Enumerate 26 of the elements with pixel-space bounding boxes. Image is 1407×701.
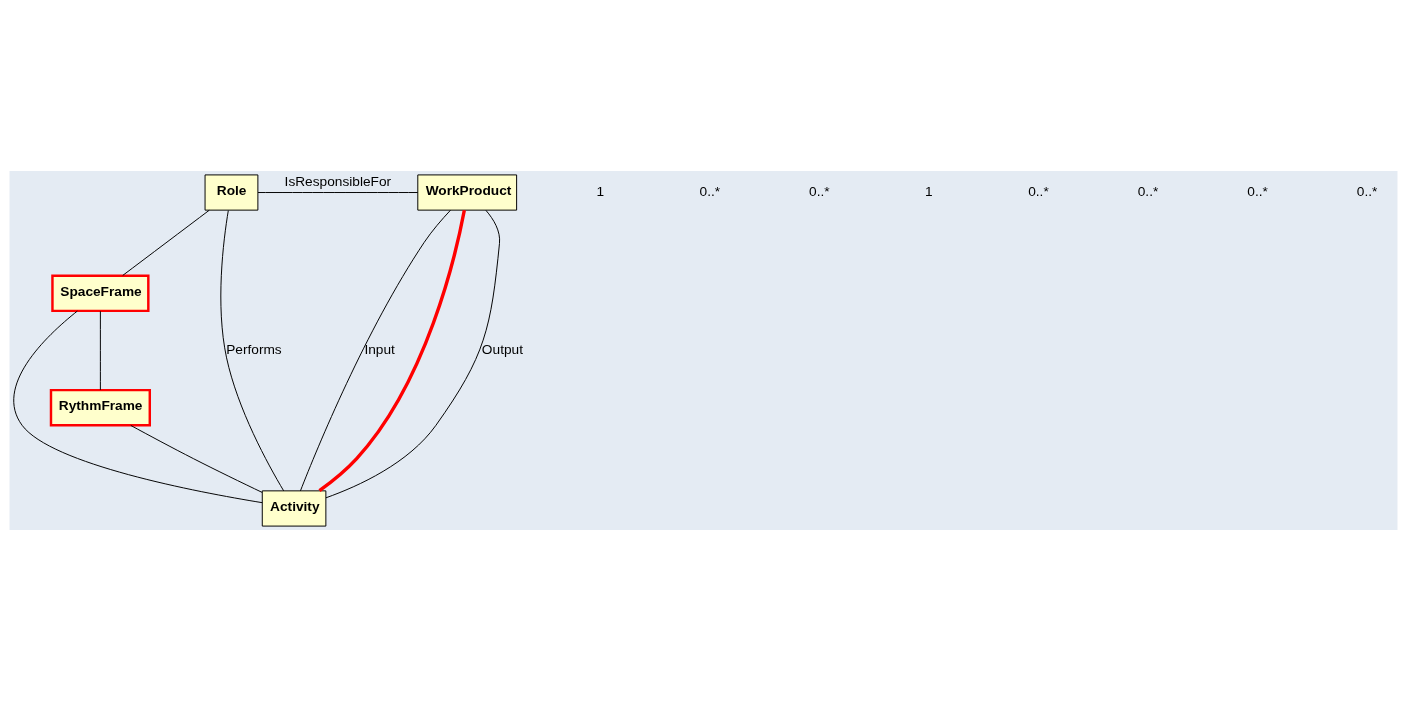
node-box: WorkProduct: [417, 174, 518, 211]
label: 0..*: [1137, 184, 1159, 200]
node-box: Role: [204, 174, 259, 211]
connector: [318, 209, 466, 493]
connector: [13, 310, 263, 504]
node-box: Activity: [261, 490, 327, 527]
label: 1: [596, 184, 605, 200]
edge-label: IsResponsibleFor: [284, 173, 392, 189]
edge-label: Output: [481, 342, 523, 358]
node-box: RythmFrame: [49, 388, 151, 427]
connector: [130, 424, 263, 493]
label: 0..*: [1356, 184, 1378, 200]
label: 0..*: [1028, 184, 1049, 200]
connector: [299, 209, 451, 492]
label: 0..*: [699, 184, 721, 200]
connector: [220, 210, 285, 492]
label: 1: [925, 184, 933, 200]
edge-label: Performs: [226, 342, 282, 358]
connector: [122, 209, 210, 276]
label: 0..*: [1247, 184, 1268, 200]
connector: [325, 209, 501, 499]
edge-label: Input: [364, 342, 395, 358]
label: 0..*: [809, 184, 830, 200]
node-box: SpaceFrame: [51, 274, 150, 313]
connector: [257, 192, 419, 193]
connector: [99, 310, 101, 391]
